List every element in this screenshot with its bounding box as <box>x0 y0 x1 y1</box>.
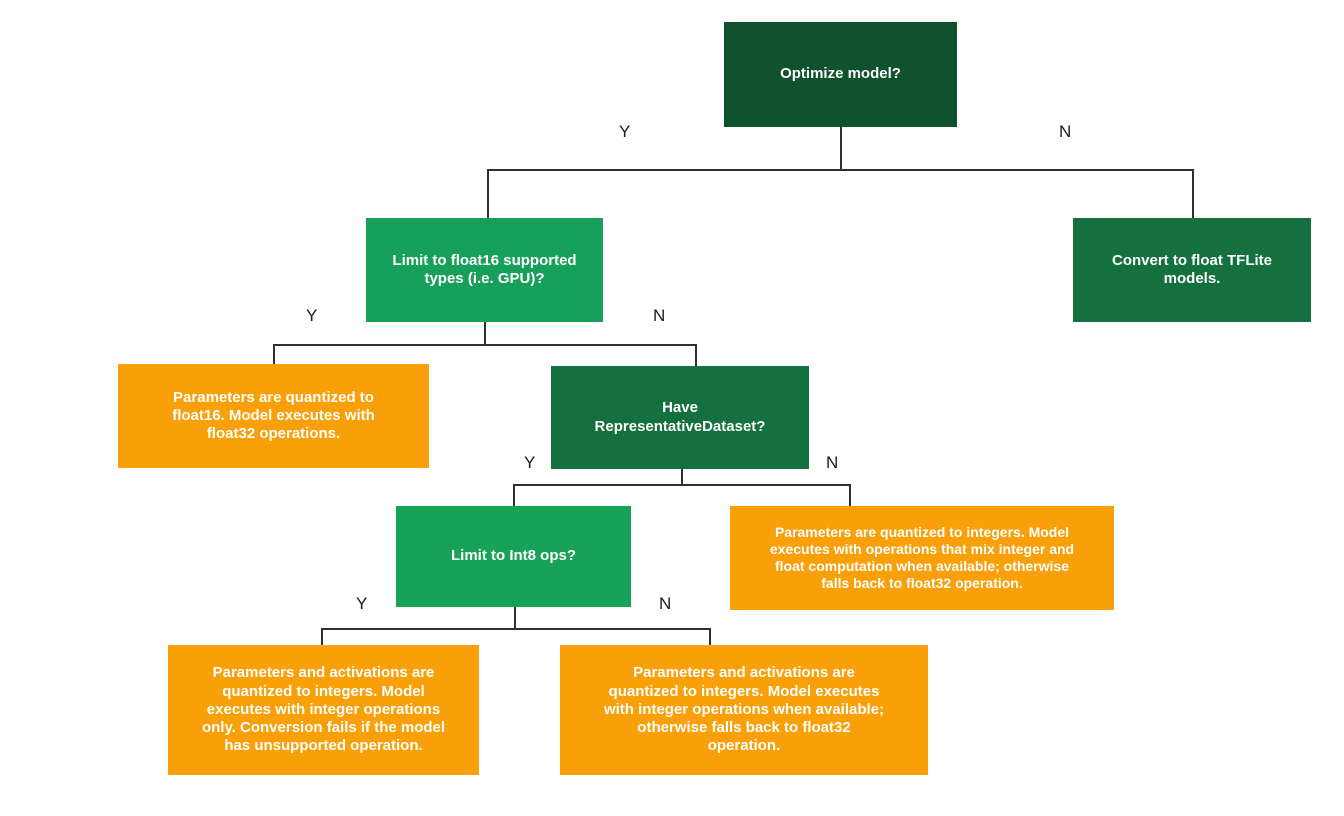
edge-repdataset-no-drop <box>849 484 851 506</box>
node-parameters-quantized-mixed-integer-float[interactable]: Parameters are quantized to integers. Mo… <box>730 506 1114 610</box>
branch-label-float16-yes: Y <box>306 306 318 325</box>
branch-label-repdataset-yes: Y <box>524 453 536 472</box>
node-limit-to-int8-ops[interactable]: Limit to Int8 ops? <box>396 506 631 607</box>
node-parameters-activations-integer-when-available[interactable]: Parameters and activations are quantized… <box>560 645 928 775</box>
edge-int8-yes-drop <box>321 628 323 646</box>
edge-float16-split-bar <box>273 344 697 346</box>
edge-float16-yes-drop <box>273 344 275 365</box>
edge-optimize-yes-drop <box>487 169 489 218</box>
branch-label-int8-yes: Y <box>356 594 368 613</box>
node-optimize-model[interactable]: Optimize model? <box>724 22 957 127</box>
node-have-representative-dataset[interactable]: Have RepresentativeDataset? <box>551 366 809 469</box>
branch-label-optimize-no: N <box>1059 122 1072 141</box>
edge-int8-split-bar <box>321 628 710 630</box>
node-parameters-quantized-to-float16[interactable]: Parameters are quantized to float16. Mod… <box>118 364 429 468</box>
edge-int8-stem <box>514 607 516 629</box>
branch-label-int8-no: N <box>659 594 672 613</box>
edge-optimize-no-drop <box>1192 169 1194 218</box>
branch-label-float16-no: N <box>653 306 666 325</box>
edge-int8-no-drop <box>709 628 711 646</box>
node-limit-to-float16-supported-types[interactable]: Limit to float16 supported types (i.e. G… <box>366 218 603 322</box>
edge-repdataset-stem <box>681 469 683 485</box>
branch-label-optimize-yes: Y <box>619 122 631 141</box>
node-parameters-activations-integer-only[interactable]: Parameters and activations are quantized… <box>168 645 479 775</box>
node-convert-to-float-tflite-models[interactable]: Convert to float TFLite models. <box>1073 218 1311 322</box>
edge-optimize-stem <box>840 127 842 170</box>
branch-label-repdataset-no: N <box>826 453 839 472</box>
edge-optimize-split-bar <box>487 169 1194 171</box>
edge-repdataset-split-bar <box>513 484 850 486</box>
edge-repdataset-yes-drop <box>513 484 515 506</box>
edge-float16-no-drop <box>695 344 697 367</box>
edge-float16-stem <box>484 322 486 345</box>
